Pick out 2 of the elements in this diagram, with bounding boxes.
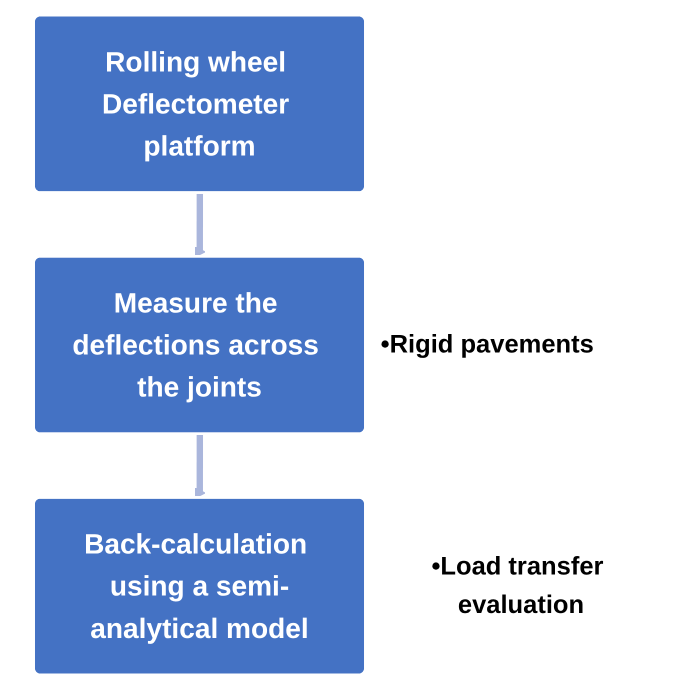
node-label: •Rigid pavements (380, 330, 594, 360)
node-label: •Load transfer evaluation (431, 552, 604, 620)
